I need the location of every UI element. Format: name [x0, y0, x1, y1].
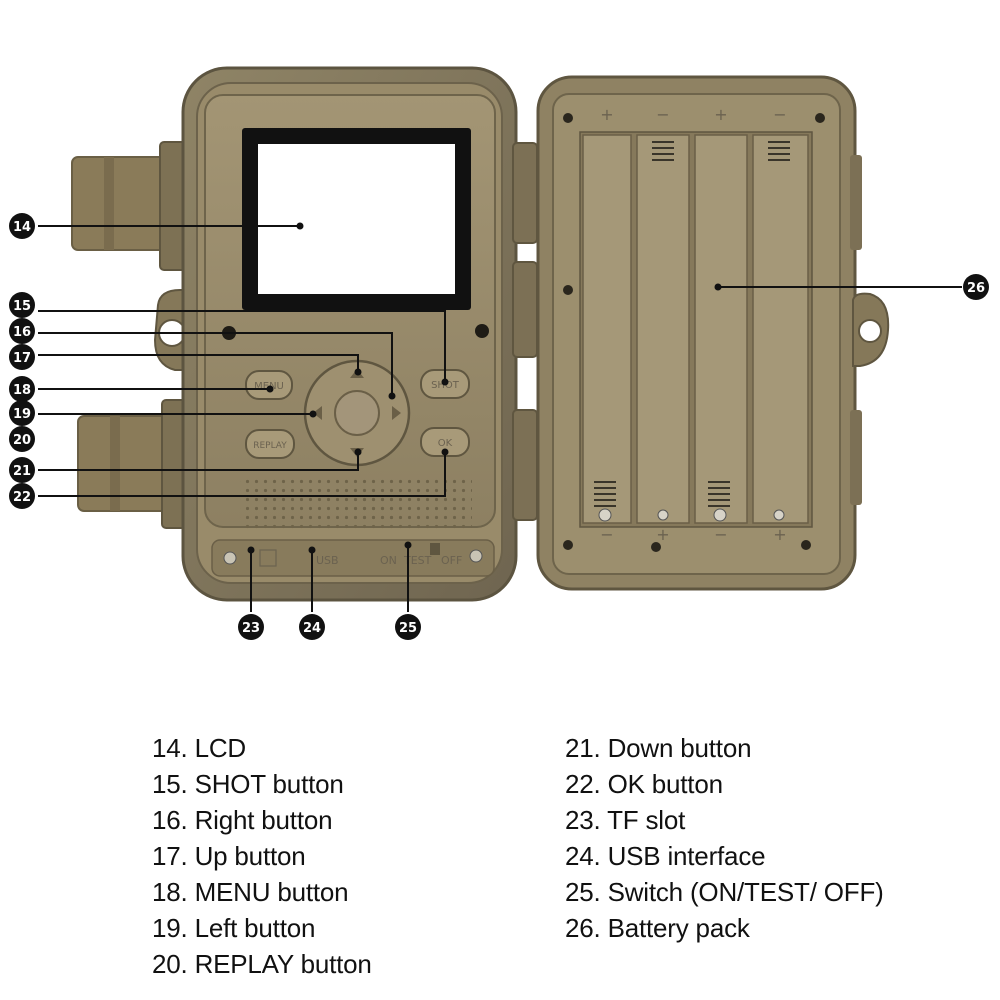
replay-button[interactable]: REPLAY: [245, 429, 295, 459]
callout-23: 23: [238, 614, 264, 640]
legend-item: 18. MENU button: [152, 877, 349, 907]
callout-20: 20: [9, 426, 35, 452]
callout-21-number: 21: [13, 464, 31, 479]
sensor-hole-right: [475, 324, 489, 338]
lower-strap-bracket: [77, 399, 191, 529]
callout-19: 19: [9, 400, 35, 426]
callout-23-number: 23: [242, 621, 260, 636]
leader-dots: [247, 222, 722, 554]
camera-diagram: USB ON TEST OFF MENU REPLAY SHOT OK: [9, 66, 989, 640]
battery-spring-icon: [594, 141, 790, 507]
shot-button-label: SHOT: [431, 380, 460, 391]
upper-strap-bracket: [71, 141, 189, 271]
battery-polarity-label: −: [714, 525, 727, 544]
callout-19-number: 19: [13, 407, 31, 422]
legend-item: 19. Left button: [152, 913, 316, 943]
callout-26-number: 26: [967, 281, 985, 296]
battery-polarity-label: +: [600, 105, 613, 124]
battery-polarity-label: −: [773, 105, 786, 124]
callout-25-number: 25: [399, 621, 417, 636]
callout-21: 21: [9, 457, 35, 483]
callout-25: 25: [395, 614, 421, 640]
switch-on-label: ON: [380, 554, 397, 567]
legend-item: 14. LCD: [152, 733, 246, 763]
callout-18-number: 18: [13, 383, 31, 398]
callout-14-number: 14: [13, 220, 31, 235]
callout-18: 18: [9, 376, 35, 402]
ok-button[interactable]: OK: [420, 427, 470, 457]
legend-item: 16. Right button: [152, 805, 333, 835]
battery-polarity-label: +: [656, 525, 669, 544]
menu-button[interactable]: MENU: [245, 370, 293, 400]
legend-item: 17. Up button: [152, 841, 306, 871]
ok-button-label: OK: [438, 438, 453, 449]
callout-16: 16: [9, 318, 35, 344]
callout-15-number: 15: [13, 299, 31, 314]
usb-port-label: USB: [316, 554, 339, 567]
battery-polarity-label: −: [600, 525, 613, 544]
battery-pack: + − − + + − − +: [582, 105, 809, 544]
legend-right-column: 21. Down button 22. OK button 23. TF slo…: [565, 730, 884, 946]
leader-lines: [38, 225, 962, 612]
callout-14: 14: [9, 213, 35, 239]
legend-item: 26. Battery pack: [565, 913, 750, 943]
legend-item: 25. Switch (ON/TEST/ OFF): [565, 877, 884, 907]
speaker-grill: [240, 478, 472, 532]
battery-slot-1: + −: [582, 105, 632, 544]
battery-polarity-label: +: [714, 105, 727, 124]
callout-20-number: 20: [13, 433, 31, 448]
callout-15: 15: [9, 292, 35, 318]
legend-item: 24. USB interface: [565, 841, 766, 871]
hinges: [512, 142, 538, 521]
right-arrow-icon[interactable]: [392, 406, 401, 420]
callout-26: 26: [963, 274, 989, 300]
switch-test-label: TEST: [403, 554, 432, 567]
replay-button-label: REPLAY: [253, 441, 287, 451]
callout-24: 24: [299, 614, 325, 640]
battery-slot-2: − +: [636, 105, 690, 544]
legend-left-column: 14. LCD 15. SHOT button 16. Right button…: [152, 730, 372, 982]
lcd-screen: [242, 128, 471, 310]
battery-polarity-label: −: [656, 105, 669, 124]
legend-item: 23. TF slot: [565, 805, 686, 835]
legend-item: 21. Down button: [565, 733, 752, 763]
callout-22: 22: [9, 483, 35, 509]
callout-16-number: 16: [13, 325, 31, 340]
battery-slot-4: − +: [752, 105, 809, 544]
left-arrow-icon[interactable]: [313, 406, 322, 420]
battery-polarity-label: +: [773, 525, 786, 544]
switch-off-label: OFF: [441, 554, 462, 567]
legend-item: 15. SHOT button: [152, 769, 344, 799]
callout-17-number: 17: [13, 351, 31, 366]
legend-item: 20. REPLAY button: [152, 949, 372, 979]
callout-22-number: 22: [13, 490, 31, 505]
callout-24-number: 24: [303, 621, 321, 636]
battery-slot-3: + −: [694, 105, 748, 544]
legend-item: 22. OK button: [565, 769, 723, 799]
callout-17: 17: [9, 344, 35, 370]
